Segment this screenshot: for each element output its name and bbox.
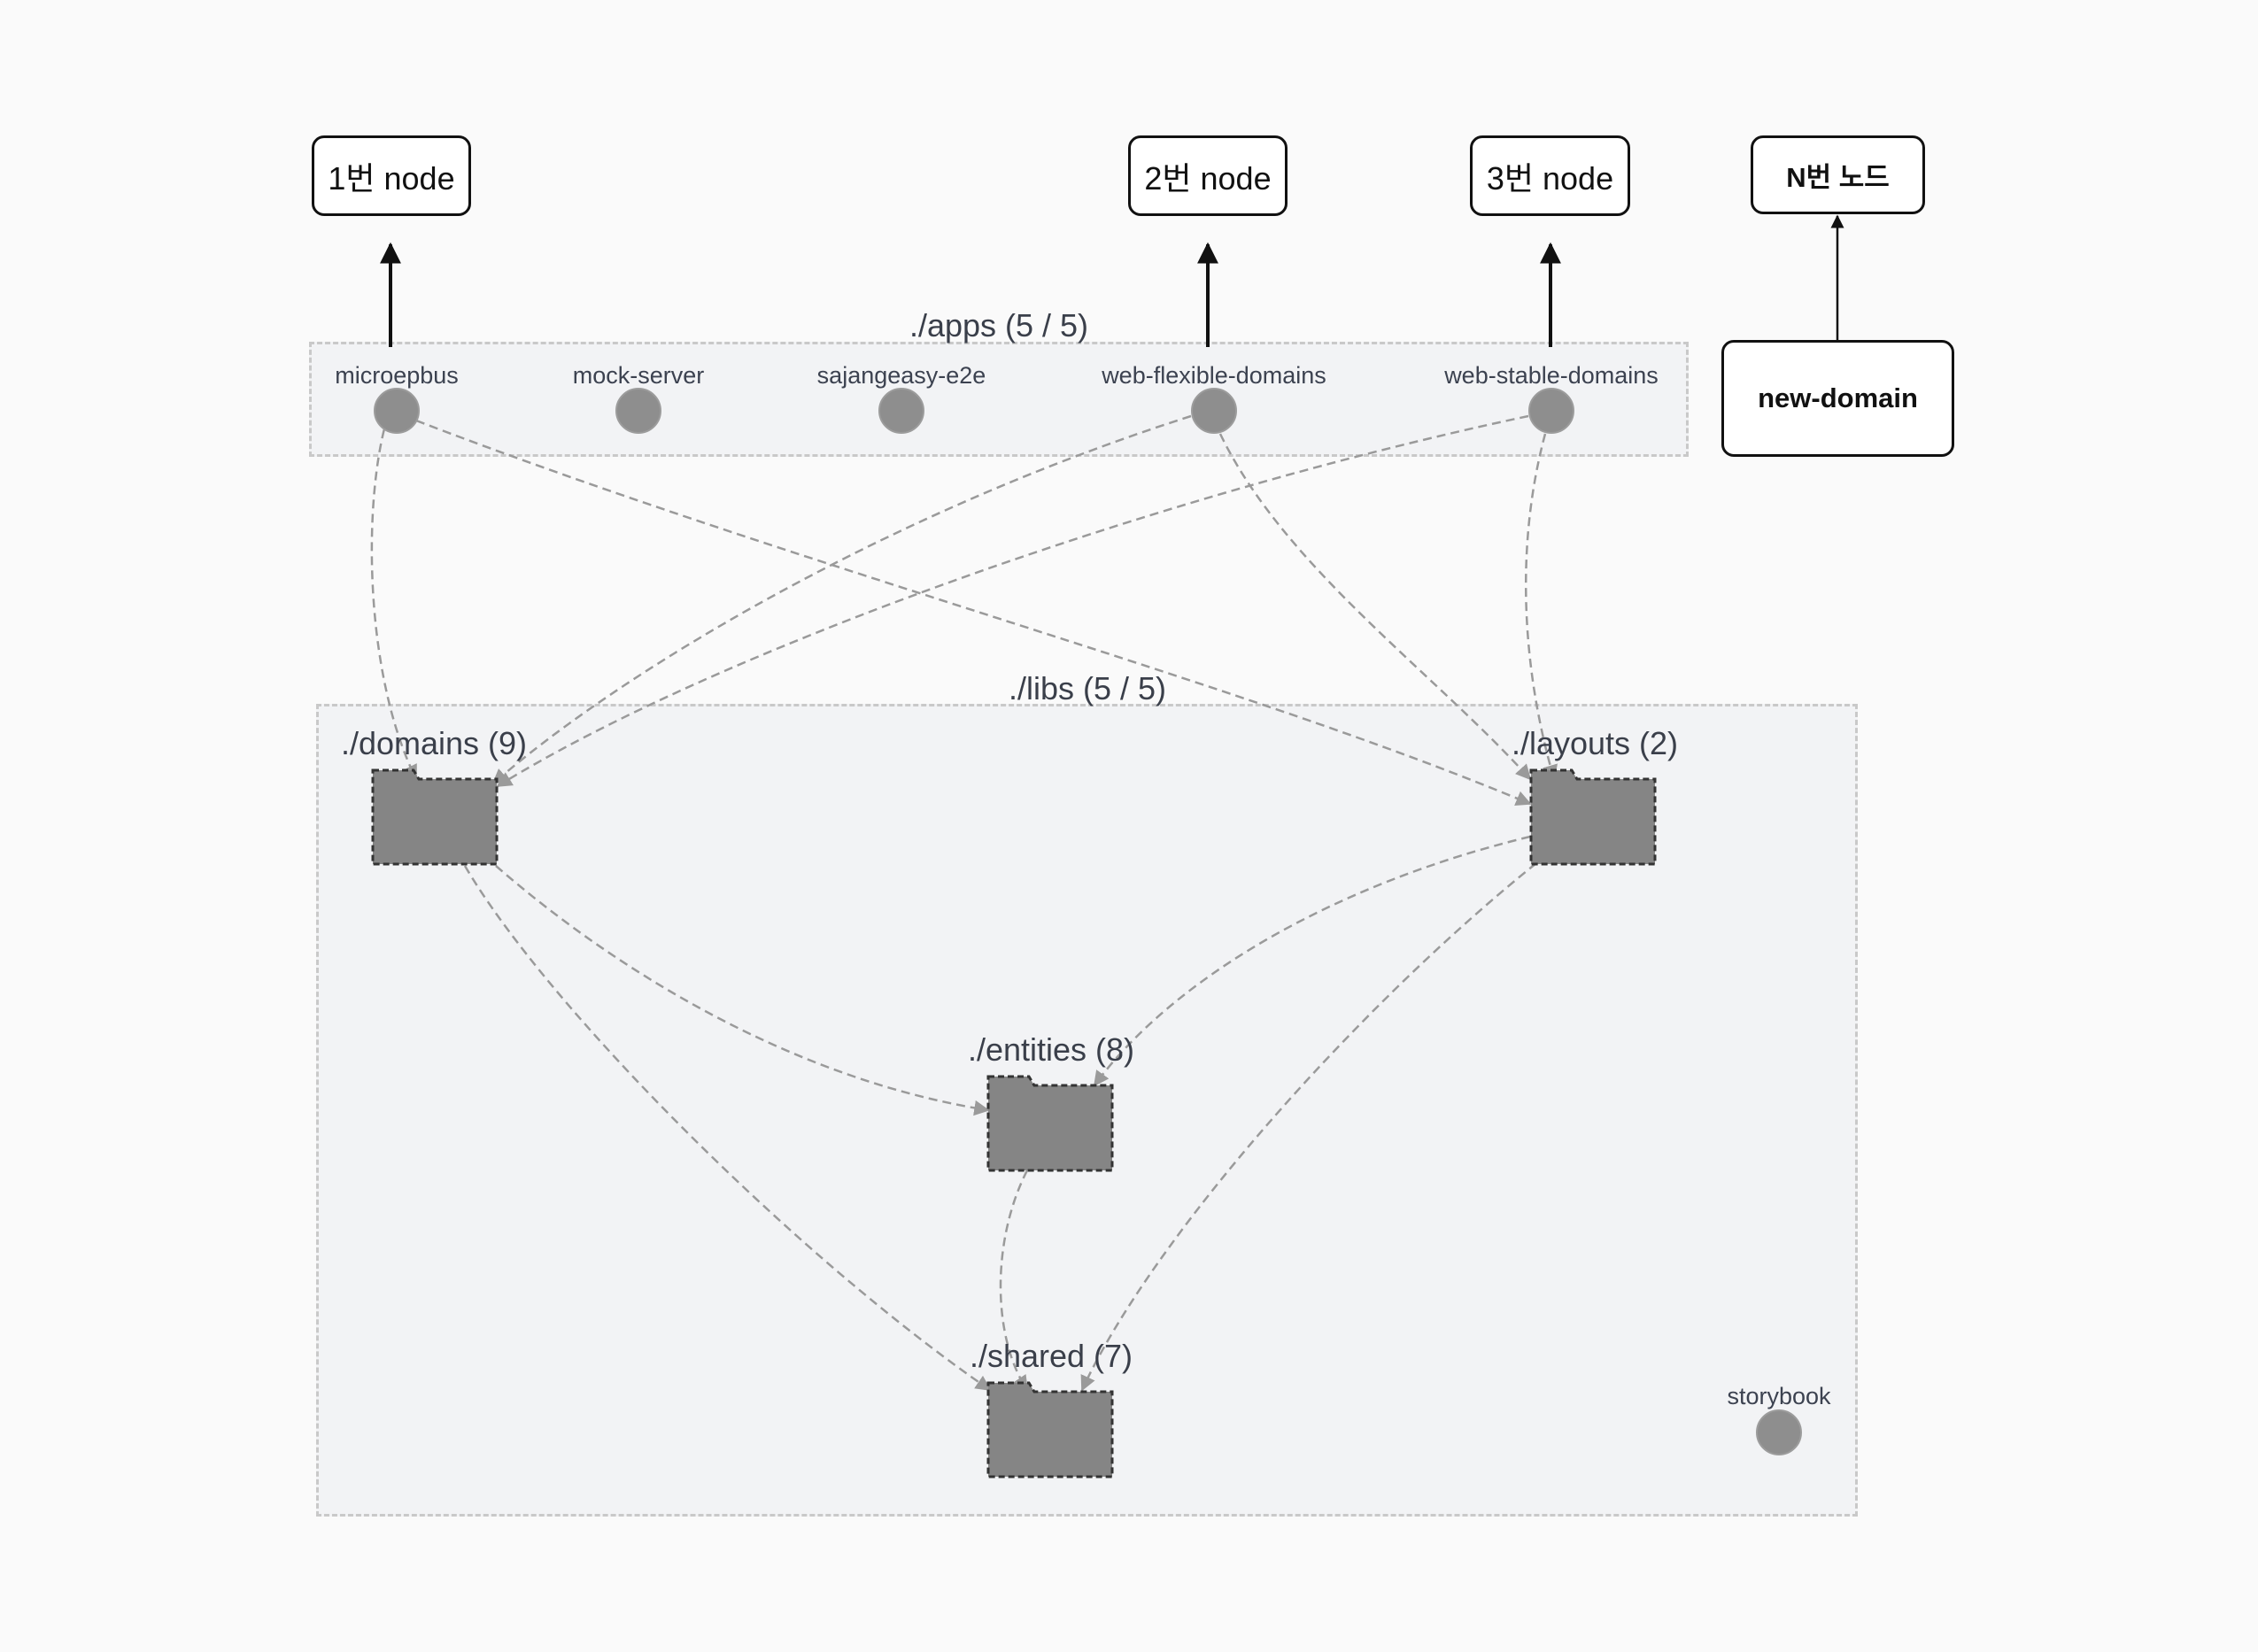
edge-domains-to-entities	[495, 865, 990, 1116]
app-label-mock-server: mock-server	[572, 362, 705, 389]
deploy-node-2[interactable]: 2번 node	[1128, 135, 1288, 216]
app-label-sajangeasy-e2e: sajangeasy-e2e	[816, 362, 986, 389]
edge-microepbus-to-layouts	[415, 419, 1532, 806]
edge-domains-to-shared	[463, 865, 992, 1392]
edge-web-stable-domains-to-domains	[496, 414, 1529, 788]
folder-icon-layouts[interactable]	[1529, 768, 1658, 866]
deploy-node-n[interactable]: N번 노드	[1751, 135, 1925, 214]
edge-layouts-to-entities	[1093, 835, 1531, 1087]
edge-layouts-to-shared	[1080, 862, 1537, 1392]
app-node-web-flexible-domains[interactable]	[1191, 388, 1237, 434]
folder-label-entities: ./entities (8)	[967, 1031, 1135, 1068]
apps-group-label: ./apps (5 / 5)	[909, 307, 1089, 344]
folder-label-shared: ./shared (7)	[969, 1338, 1133, 1374]
deploy-node-3[interactable]: 3번 node	[1470, 135, 1630, 216]
edge-web-flexible-domains-to-layouts	[1218, 433, 1532, 781]
app-label-microepbus: microepbus	[335, 362, 459, 389]
folder-icon-shared[interactable]	[986, 1381, 1115, 1478]
folder-icon-entities[interactable]	[986, 1075, 1115, 1172]
folder-label-layouts: ./layouts (2)	[1511, 725, 1679, 761]
app-label-web-stable-domains: web-stable-domains	[1444, 362, 1659, 389]
edge-web-flexible-domains-to-domains	[491, 414, 1192, 785]
new-domain-node[interactable]: new-domain	[1721, 340, 1954, 457]
app-node-web-stable-domains[interactable]	[1528, 388, 1574, 434]
edge-web-stable-domains-to-layouts	[1525, 433, 1558, 781]
edge-microepbus-to-domains	[370, 415, 418, 781]
lib-node-storybook[interactable]	[1756, 1409, 1802, 1455]
app-node-microepbus[interactable]	[374, 388, 420, 434]
edge-entities-to-shared	[999, 1170, 1029, 1392]
apps-group-box	[309, 342, 1689, 457]
app-label-web-flexible-domains: web-flexible-domains	[1102, 362, 1326, 389]
lib-label-storybook: storybook	[1727, 1383, 1831, 1409]
app-node-sajangeasy-e2e[interactable]	[878, 388, 924, 434]
deploy-node-1[interactable]: 1번 node	[312, 135, 471, 216]
folder-icon-domains[interactable]	[371, 768, 499, 866]
libs-group-label: ./libs (5 / 5)	[1008, 670, 1167, 706]
app-node-mock-server[interactable]	[615, 388, 661, 434]
folder-label-domains: ./domains (9)	[340, 725, 528, 761]
